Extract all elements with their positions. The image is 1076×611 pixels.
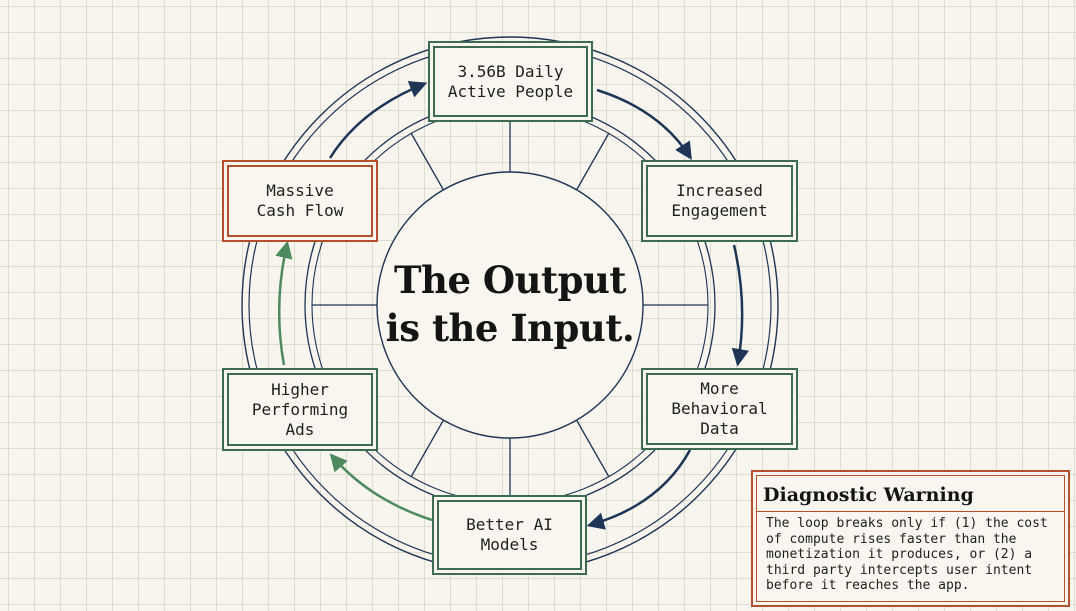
node-massive-cash-flow: Massive Cash Flow bbox=[222, 160, 378, 242]
warning-title: Diagnostic Warning bbox=[763, 484, 974, 506]
warning-body: The loop breaks only if (1) the cost of … bbox=[766, 516, 1048, 593]
arrow-ads-to-cashflow bbox=[275, 240, 293, 366]
node-higher-performing-ads: Higher Performing Ads bbox=[222, 368, 378, 451]
ring-spokes bbox=[312, 107, 708, 503]
arrow-people-to-engagement bbox=[596, 88, 692, 160]
arrow-data-to-models bbox=[586, 449, 692, 530]
arrow-engagement-to-data bbox=[731, 244, 749, 367]
center-title: The Output is the Input. bbox=[385, 258, 635, 350]
node-increased-engagement: Increased Engagement bbox=[641, 160, 798, 242]
node-daily-active-people: 3.56B Daily Active People bbox=[428, 41, 593, 122]
node-more-behavioral-data: More Behavioral Data bbox=[641, 368, 798, 450]
arrow-cashflow-to-people bbox=[328, 81, 428, 159]
node-better-ai-models: Better AI Models bbox=[432, 495, 587, 575]
diagnostic-warning-box: Diagnostic Warning The loop breaks only … bbox=[751, 470, 1070, 607]
warning-divider bbox=[757, 511, 1064, 512]
arrow-models-to-ads bbox=[329, 453, 433, 522]
